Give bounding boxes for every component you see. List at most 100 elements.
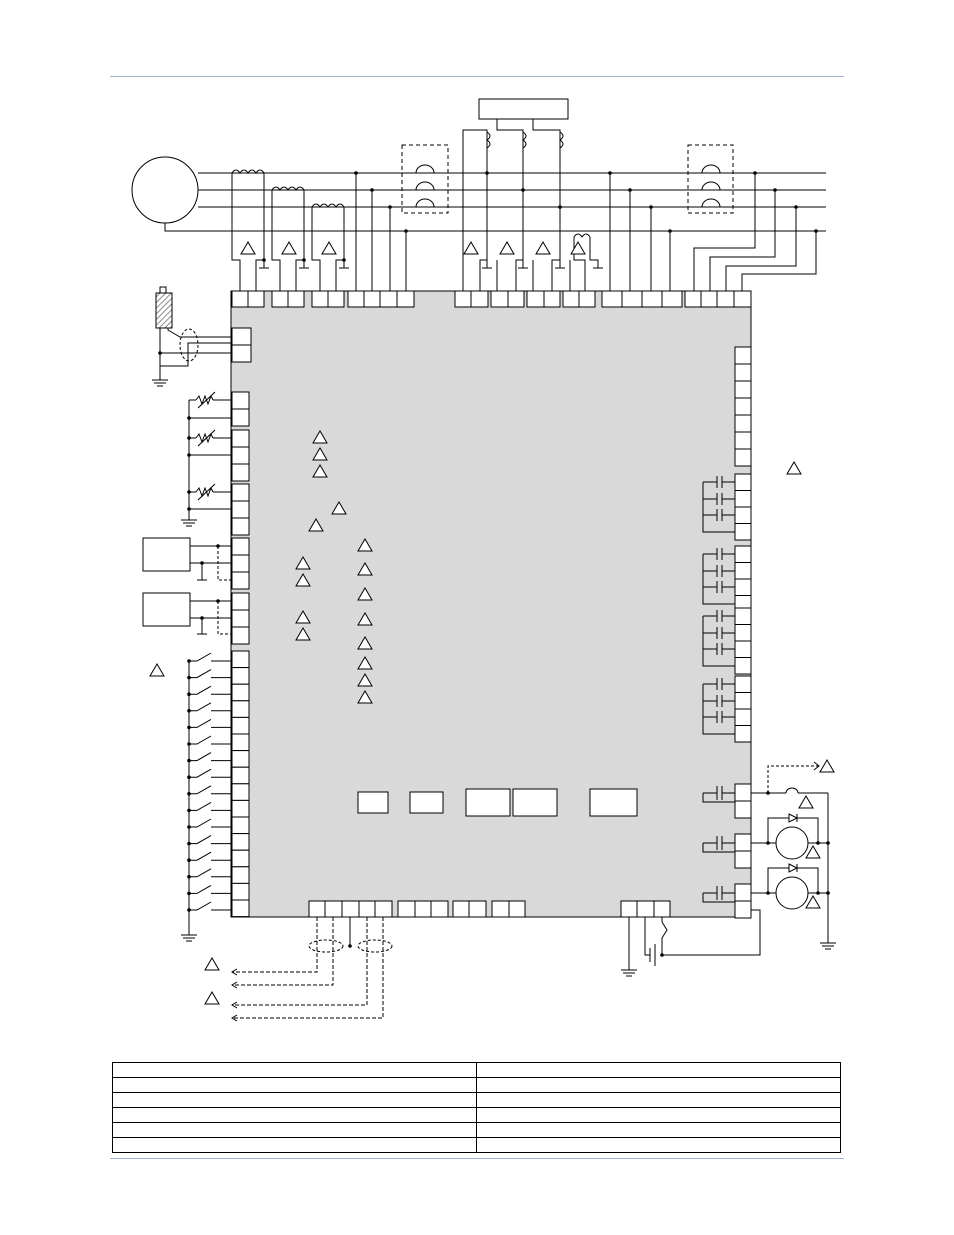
legend-row xyxy=(112,1092,841,1108)
contact-junction xyxy=(187,908,191,912)
contact-terminal xyxy=(231,816,250,835)
contact-junction xyxy=(187,758,191,763)
legend-row xyxy=(112,1062,841,1078)
top-terminal-blocks xyxy=(231,290,752,308)
warning-triangles-top xyxy=(240,241,586,255)
relay-terminal xyxy=(734,675,752,693)
contact-input-warning xyxy=(149,663,165,677)
relay-terminal xyxy=(734,624,752,642)
right-terminal-blocks xyxy=(734,346,752,467)
bottom-rule xyxy=(110,1158,844,1159)
relay-contacts xyxy=(702,678,735,735)
relay-terminal xyxy=(734,578,752,596)
fuse-block-left xyxy=(401,144,449,214)
legend-table xyxy=(112,1062,841,1153)
legend-row xyxy=(112,1137,841,1153)
top-label-box xyxy=(478,98,569,120)
communication-wiring xyxy=(204,917,393,1022)
output-relay-groups xyxy=(702,473,752,743)
contact-switch xyxy=(189,835,232,845)
relay-warning xyxy=(786,461,802,475)
legend-cell xyxy=(476,1137,841,1153)
contact-switch xyxy=(189,718,232,728)
relay-contacts xyxy=(702,476,735,533)
fuse-block-right xyxy=(687,144,734,214)
contact-terminal xyxy=(231,750,250,768)
contact-terminal xyxy=(231,667,250,685)
legend-cell xyxy=(476,1092,841,1108)
contact-junction xyxy=(187,792,191,796)
contact-junction xyxy=(187,742,191,746)
phase-bus-lines xyxy=(164,172,826,232)
top-rule xyxy=(110,76,844,77)
contact-switch xyxy=(189,785,232,795)
relay-terminal xyxy=(734,506,752,524)
contact-junction xyxy=(187,709,191,713)
contact-switch xyxy=(189,851,232,861)
contact-switch xyxy=(189,669,232,679)
contact-terminal xyxy=(231,716,250,735)
contact-terminal xyxy=(231,766,250,785)
temperature-sensors xyxy=(181,391,232,527)
contact-junction xyxy=(187,725,191,730)
legend-row xyxy=(112,1077,841,1093)
legend-cell xyxy=(112,1092,477,1108)
relay-terminal xyxy=(734,523,752,541)
contact-switch xyxy=(189,652,232,662)
relay-terminal xyxy=(734,473,752,491)
legend-cell xyxy=(476,1107,841,1123)
contact-junction xyxy=(187,808,191,813)
relay-terminal xyxy=(734,562,752,580)
controller-panel xyxy=(230,290,752,918)
contact-switch xyxy=(189,801,232,811)
contact-terminal xyxy=(231,899,250,918)
contact-junction xyxy=(187,858,191,862)
legend-cell xyxy=(476,1077,841,1093)
bus-sensing-taps xyxy=(609,173,817,291)
contact-junction xyxy=(187,675,191,680)
relay-terminal xyxy=(734,545,752,563)
contact-terminal xyxy=(231,650,250,669)
contact-junction xyxy=(187,875,191,879)
contact-terminal xyxy=(231,683,250,702)
legend-cell xyxy=(112,1062,477,1078)
legend-cell xyxy=(476,1062,841,1078)
potential-transformers xyxy=(462,119,603,291)
relay-terminal xyxy=(734,640,752,658)
relay-contacts xyxy=(702,548,735,605)
contact-junction xyxy=(187,891,191,896)
contact-switch xyxy=(189,735,232,745)
relay-terminal xyxy=(734,725,752,743)
legend-row xyxy=(112,1107,841,1123)
relay-terminal xyxy=(734,708,752,726)
contact-junction xyxy=(187,775,191,779)
contact-input-rows xyxy=(187,650,250,918)
contact-switch xyxy=(189,868,232,878)
contact-junction xyxy=(187,659,191,663)
legend-cell xyxy=(476,1122,841,1138)
contact-switch xyxy=(189,702,232,712)
contact-inputs xyxy=(181,660,197,942)
legend-cell xyxy=(112,1107,477,1123)
bottom-junction-dots xyxy=(158,351,830,957)
bottom-right-outputs xyxy=(663,759,836,956)
contact-terminal xyxy=(231,866,250,884)
contact-junction xyxy=(187,841,191,846)
contact-terminal xyxy=(231,799,250,818)
warning-triangles-inner xyxy=(295,430,373,704)
contact-junction xyxy=(187,692,191,696)
contact-terminal xyxy=(231,783,250,801)
generator-circle xyxy=(131,156,199,224)
legend-row xyxy=(112,1122,841,1138)
contact-switch xyxy=(189,818,232,828)
contact-terminal xyxy=(231,700,250,718)
speed-sensor xyxy=(152,286,232,387)
voltage-sensing-taps xyxy=(355,173,407,291)
contact-switch xyxy=(189,685,232,695)
legend-cell xyxy=(112,1137,477,1153)
relay-terminal xyxy=(734,657,752,675)
battery-wiring xyxy=(621,917,668,977)
relay-contacts xyxy=(702,610,735,667)
contact-terminal xyxy=(231,882,250,901)
